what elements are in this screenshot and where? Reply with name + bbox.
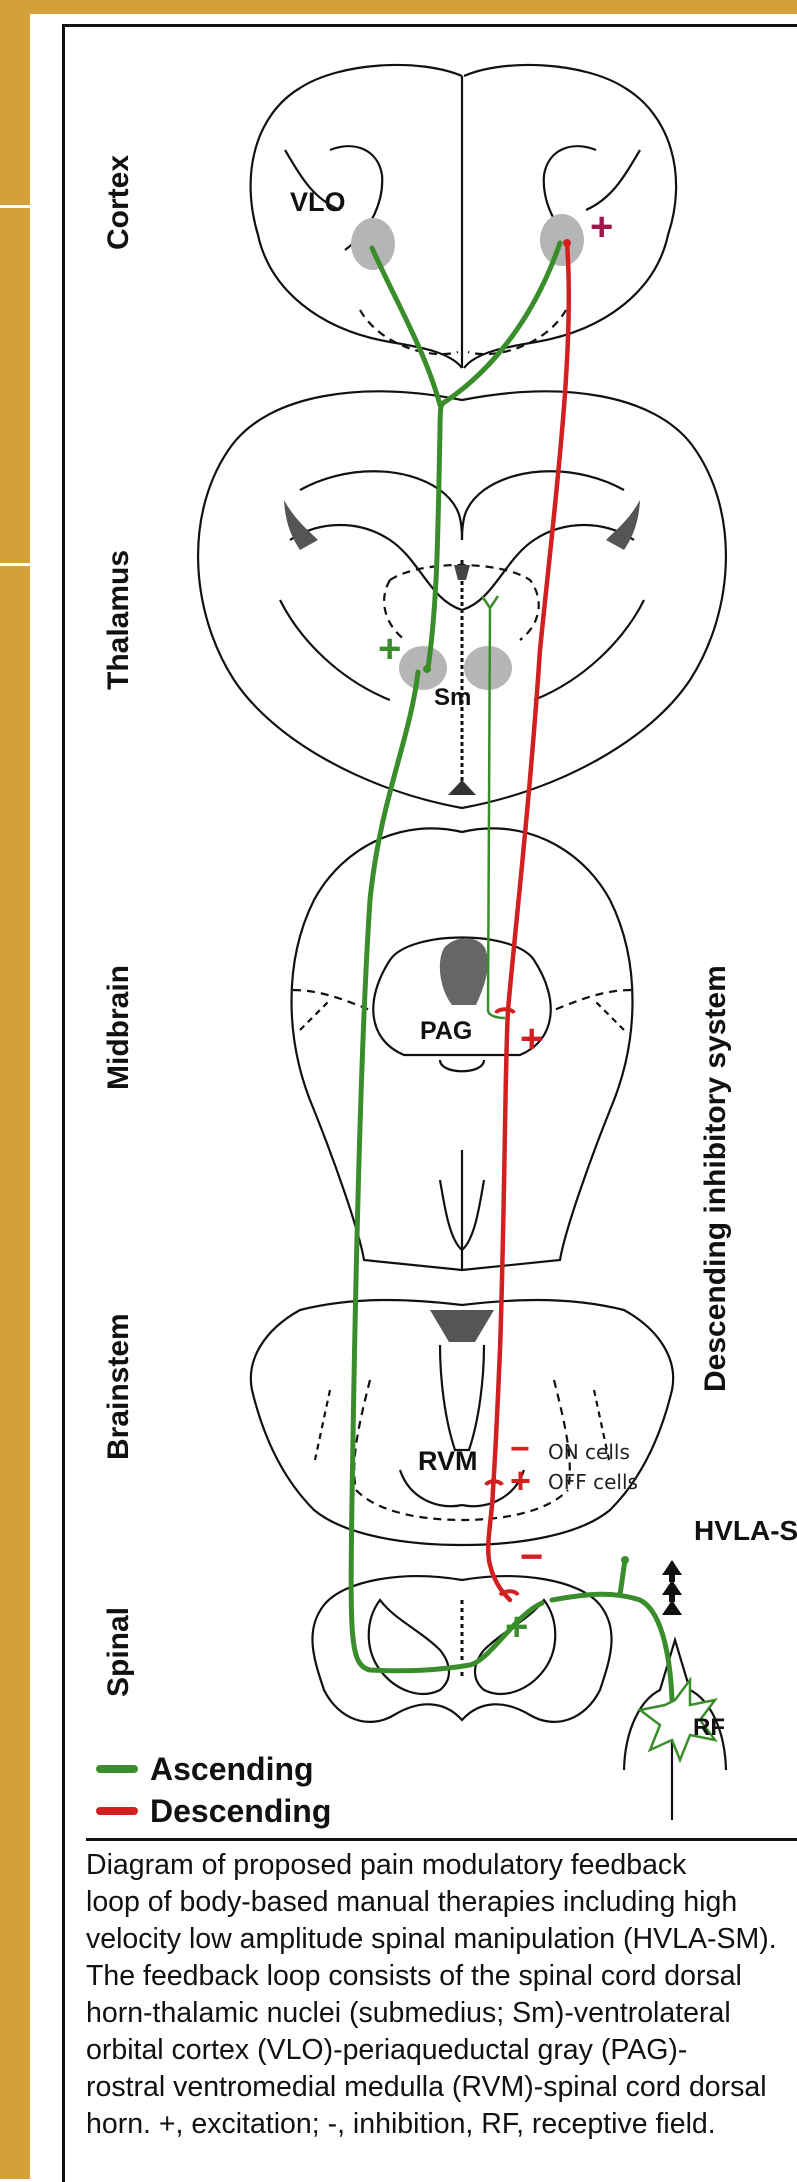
pag-label: PAG	[420, 1017, 472, 1045]
region-label-spinal: Spinal	[102, 1607, 135, 1697]
sm-excitation-sign: +	[378, 627, 401, 671]
off-cells-label: OFF cells	[548, 1470, 638, 1494]
thalamus-section	[198, 391, 726, 808]
pain-pathway-diagram: Cortex Thalamus Midbrain Brainstem Spina…	[0, 0, 797, 1840]
legend-descending-label: Descending	[150, 1793, 331, 1829]
vlo-left-nucleus	[351, 218, 395, 270]
spinal-synapse	[500, 1591, 518, 1595]
legend-ascending-label: Ascending	[150, 1751, 314, 1787]
fourth-ventricle	[430, 1310, 494, 1342]
spinal-inhibition-sign: −	[520, 1535, 543, 1579]
thalamus-ventricle-left	[284, 500, 318, 550]
caption-line: loop of body-based manual therapies incl…	[86, 1884, 797, 1921]
pag-synapse	[496, 1009, 514, 1013]
caption-line: horn. +, excitation; -, inhibition, RF, …	[86, 2106, 797, 2143]
aqueduct	[440, 938, 488, 1005]
vlo-terminal	[563, 239, 571, 247]
caption-line: orbital cortex (VLO)-periaqueductal gray…	[86, 2032, 797, 2069]
caption-line: horn-thalamic nuclei (submedius; Sm)-ven…	[86, 1995, 797, 2032]
descending-pathway	[488, 243, 569, 1600]
hvla-label: HVLA-SM	[694, 1515, 797, 1546]
caption-line: The feedback loop consists of the spinal…	[86, 1958, 797, 1995]
region-label-cortex: Cortex	[102, 155, 135, 250]
region-label-brainstem: Brainstem	[102, 1313, 135, 1460]
third-ventricle	[454, 565, 470, 580]
thalamus-ventricle-right	[606, 500, 640, 550]
ascending-terminal	[621, 1556, 629, 1564]
thalamus-midline-mark	[448, 780, 476, 795]
rvm-label: RVM	[418, 1446, 478, 1476]
vlo-label: VLO	[290, 187, 346, 217]
rf-label: RF	[693, 1714, 725, 1741]
vlo-right-nucleus	[540, 214, 584, 266]
off-cells-excitation-sign: +	[510, 1460, 531, 1501]
region-label-thalamus: Thalamus	[102, 550, 135, 690]
pag-excitation-sign: +	[520, 1017, 543, 1061]
caption-line: velocity low amplitude spinal manipulati…	[86, 1921, 797, 1958]
caption-line: rostral ventromedial medulla (RVM)-spina…	[86, 2069, 797, 2106]
hvla-arrows	[662, 1560, 682, 1615]
descending-system-label: Descending inhibitory system	[699, 965, 732, 1392]
region-label-midbrain: Midbrain	[102, 965, 135, 1090]
spinal-excitation-sign: +	[505, 1605, 528, 1649]
on-cells-label: ON cells	[548, 1440, 630, 1464]
midbrain-section	[292, 828, 633, 1270]
sm-terminal	[423, 665, 431, 673]
figure-caption: Diagram of proposed pain modulatory feed…	[86, 1838, 797, 2143]
vlo-excitation-sign: +	[590, 205, 613, 249]
caption-line: Diagram of proposed pain modulatory feed…	[86, 1847, 797, 1884]
sm-label: Sm	[434, 684, 471, 711]
